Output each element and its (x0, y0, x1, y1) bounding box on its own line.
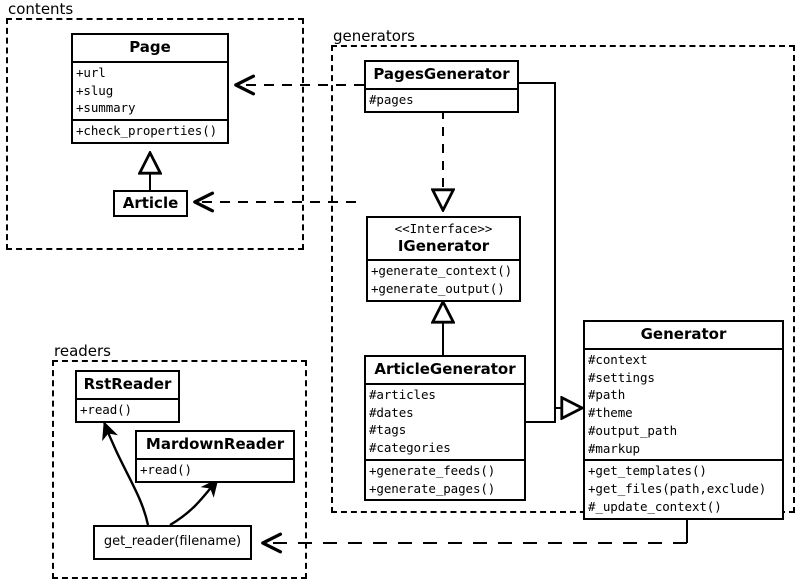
relation-getreader-mardownreader (169, 478, 219, 527)
method-row: +generate_feeds() (369, 462, 496, 478)
method-row: +get_files(path,exclude) (588, 481, 767, 496)
class-pagesgenerator-name: PagesGenerator (373, 65, 510, 83)
class-articlegenerator-methods: +generate_feeds() +generate_pages() (366, 458, 524, 500)
method-row: +generate_context() (371, 263, 513, 279)
method-row: +generate_pages() (369, 480, 496, 496)
attribute-row: #settings (588, 369, 655, 385)
class-rstreader-header: RstReader (77, 372, 178, 398)
class-igenerator-stereotype: <<Interface>> (394, 221, 493, 236)
class-mardownreader-header: MardownReader (137, 432, 293, 458)
attribute-row: #context (588, 351, 648, 367)
attribute-row: #categories (369, 440, 451, 455)
class-mardownreader-name: MardownReader (145, 435, 285, 453)
class-generator-attributes: #context #settings #path #theme #output_… (585, 347, 782, 460)
relation-pagesgenerator-generator (519, 82, 556, 408)
class-igenerator[interactable]: <<Interface>> IGenerator +generate_conte… (366, 216, 521, 302)
class-generator-header: Generator (585, 322, 782, 348)
class-igenerator-name: IGenerator (397, 236, 490, 255)
class-igenerator-header: <<Interface>> IGenerator (368, 218, 519, 259)
attribute-row: #pages (369, 91, 414, 107)
attribute-row: #articles (369, 386, 436, 402)
class-articlegenerator-name: ArticleGenerator (374, 360, 516, 378)
package-contents (6, 18, 304, 250)
attribute-row: #tags (369, 422, 407, 438)
method-row: +check_properties() (76, 123, 218, 138)
package-generators-label: generators (331, 27, 417, 45)
class-page-header: Page (73, 35, 227, 61)
attribute-row: #path (588, 387, 626, 403)
class-page-attributes: +url +slug +summary (73, 60, 227, 119)
class-pagesgenerator-header: PagesGenerator (366, 62, 517, 88)
package-generators (331, 45, 795, 513)
attribute-row: +slug (76, 82, 114, 98)
package-contents-label: contents (6, 0, 76, 18)
method-row: +read() (80, 401, 132, 417)
class-page[interactable]: Page +url +slug +summary +check_properti… (71, 33, 229, 144)
class-get-reader-name: get_reader(filename) (103, 534, 242, 550)
relation-articlegenerator-generator (526, 408, 583, 423)
class-pagesgenerator-attributes: #pages (366, 87, 517, 111)
class-articlegenerator-header: ArticleGenerator (366, 357, 524, 383)
attribute-row: #output_path (588, 422, 678, 438)
class-rstreader[interactable]: RstReader +read() (75, 370, 180, 423)
class-igenerator-methods: +generate_context() +generate_output() (368, 259, 519, 300)
method-row: #_update_context() (588, 498, 722, 514)
attribute-row: +summary (76, 100, 136, 116)
package-readers-label: readers (52, 342, 113, 360)
class-mardownreader-methods: +read() (137, 457, 293, 481)
class-article[interactable]: Article (113, 190, 188, 217)
attribute-row: #dates (369, 404, 414, 420)
class-generator[interactable]: Generator #context #settings #path #them… (583, 320, 784, 520)
relation-getreader-rstreader (102, 421, 150, 526)
attribute-row: #theme (588, 405, 633, 420)
class-articlegenerator-attributes: #articles #dates #tags #categories (366, 382, 524, 459)
method-row: +get_templates() (588, 463, 707, 479)
class-rstreader-methods: +read() (77, 397, 178, 421)
attribute-row: #markup (588, 440, 640, 456)
method-row: +read() (140, 461, 192, 477)
class-articlegenerator[interactable]: ArticleGenerator #articles #dates #tags … (364, 355, 526, 502)
class-rstreader-name: RstReader (83, 375, 172, 393)
class-pagesgenerator[interactable]: PagesGenerator #pages (364, 60, 519, 113)
class-generator-methods: +get_templates() +get_files(path,exclude… (585, 459, 782, 517)
attribute-row: +url (76, 64, 106, 80)
class-get-reader[interactable]: get_reader(filename) (93, 525, 252, 560)
class-generator-name: Generator (640, 325, 727, 343)
class-page-name: Page (129, 38, 171, 56)
class-page-methods: +check_properties() (73, 119, 227, 142)
class-article-name: Article (122, 193, 179, 212)
package-readers (52, 360, 307, 579)
class-mardownreader[interactable]: MardownReader +read() (135, 430, 295, 483)
method-row: +generate_output() (371, 281, 505, 297)
